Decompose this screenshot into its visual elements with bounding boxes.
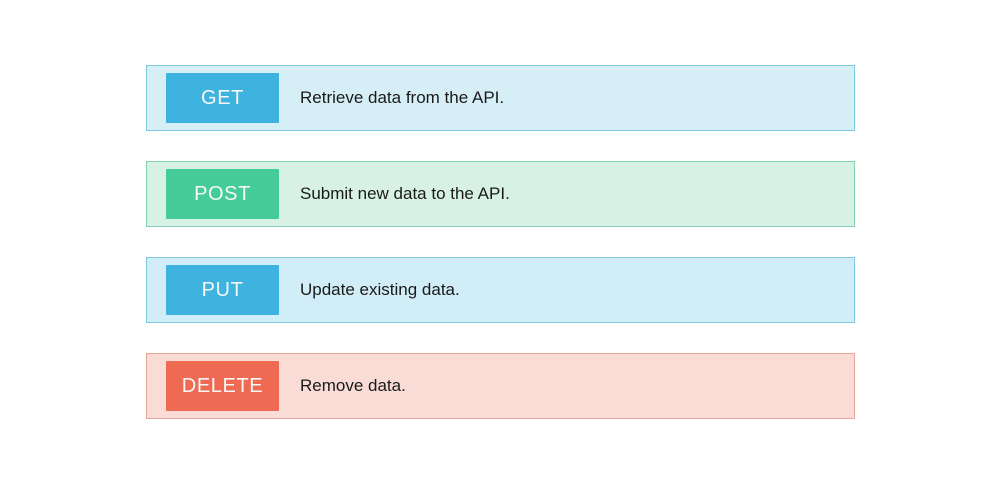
method-badge-label: GET — [201, 87, 244, 109]
method-description: Remove data. — [300, 375, 406, 395]
method-badge-label: DELETE — [181, 375, 264, 397]
method-badge-label: PUT — [201, 279, 244, 301]
method-description: Retrieve data from the API. — [300, 87, 505, 107]
http-methods-list: GET Retrieve data from the API. POST Sub… — [146, 65, 855, 419]
method-badge-get[interactable]: GET — [166, 73, 279, 123]
method-badge-post[interactable]: POST — [166, 169, 279, 219]
method-badge-delete[interactable]: DELETE — [166, 361, 279, 411]
method-row-get[interactable]: GET Retrieve data from the API. — [146, 65, 855, 131]
method-row-post[interactable]: POST Submit new data to the API. — [146, 161, 855, 227]
method-badge-label: POST — [194, 183, 251, 205]
method-badge-put[interactable]: PUT — [166, 265, 279, 315]
method-description: Update existing data. — [300, 279, 460, 299]
method-row-delete[interactable]: DELETE Remove data. — [146, 353, 855, 419]
method-description: Submit new data to the API. — [300, 183, 510, 203]
method-row-put[interactable]: PUT Update existing data. — [146, 257, 855, 323]
